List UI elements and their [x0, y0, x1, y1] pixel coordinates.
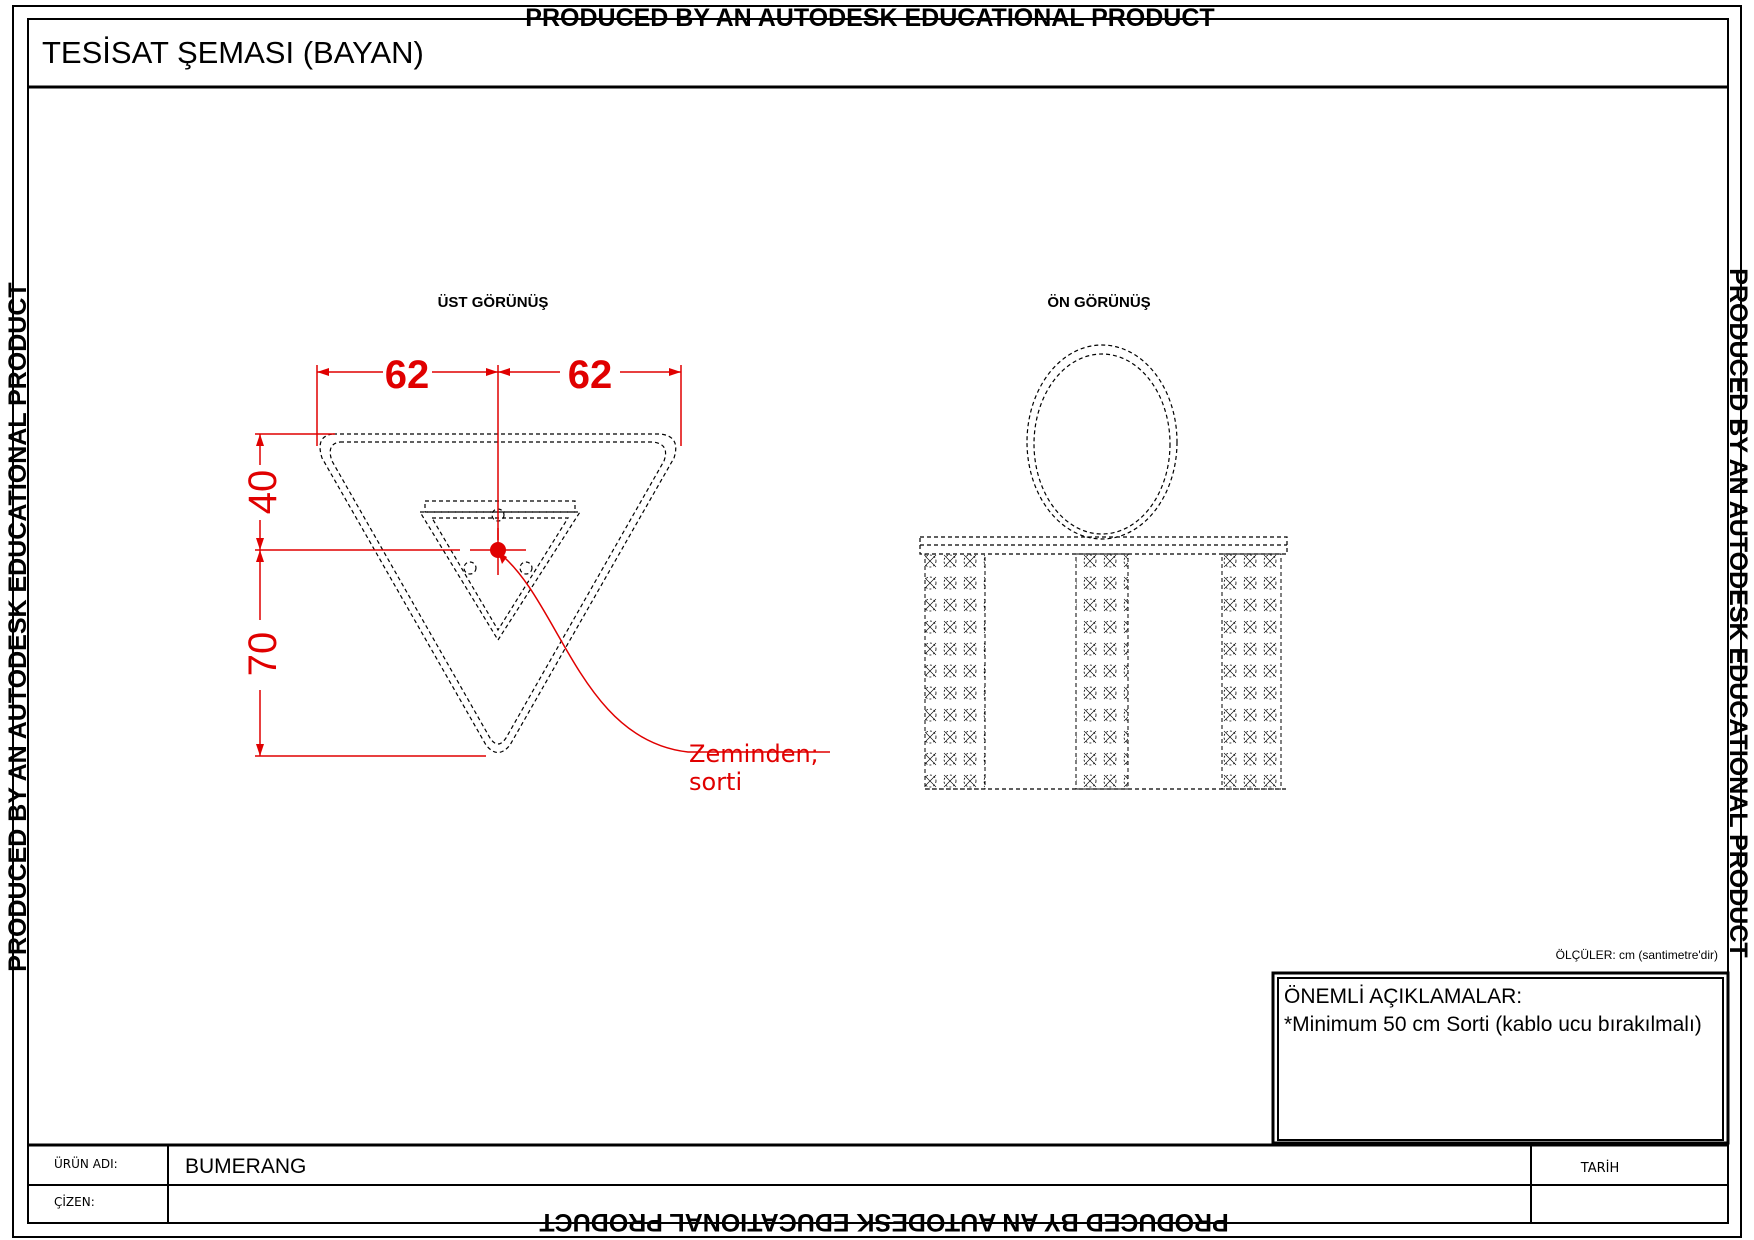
annotation-line2: sorti [689, 768, 742, 796]
top-view-drawing [319, 433, 677, 754]
dimension-lines [255, 365, 830, 757]
notes-heading: ÖNEMLİ AÇIKLAMALAR: [1284, 985, 1522, 1008]
annotation-line1: Zeminden; [689, 740, 819, 768]
dimension-upper-height: 40 [241, 470, 285, 515]
product-name-label: ÜRÜN ADI: [54, 1155, 118, 1171]
top-view-label: ÜST GÖRÜNÜŞ [438, 294, 549, 311]
notes-box [1271, 971, 1730, 1145]
dimension-lower-height: 70 [241, 632, 285, 677]
page-title: TESİSAT ŞEMASI (BAYAN) [42, 35, 424, 70]
watermark-top: PRODUCED BY AN AUTODESK EDUCATIONAL PROD… [525, 4, 1214, 32]
inner-frame [27, 18, 1729, 1224]
title-block [28, 1143, 1728, 1223]
watermark-right: PRODUCED BY AN AUTODESK EDUCATIONAL PROD… [1724, 268, 1752, 957]
watermark-bottom: PRODUCED BY AN AUTODESK EDUCATIONAL PROD… [539, 1208, 1228, 1236]
drawn-by-label: ÇİZEN: [54, 1194, 95, 1209]
watermark-left: PRODUCED BY AN AUTODESK EDUCATIONAL PROD… [4, 282, 32, 971]
dimension-right-width: 62 [568, 353, 613, 397]
dimension-left-width: 62 [385, 353, 430, 397]
front-view-label: ÖN GÖRÜNÜŞ [1047, 294, 1150, 311]
dimension-arrows [256, 368, 681, 756]
outer-border [12, 5, 1742, 1238]
units-note: ÖLÇÜLER: cm (santimetre'dir) [1556, 948, 1718, 962]
date-label: TARİH [1580, 1160, 1619, 1176]
front-view-drawing [919, 344, 1288, 790]
outlet-point-icon [490, 542, 506, 558]
product-name-value: BUMERANG [185, 1155, 306, 1178]
notes-item: *Minimum 50 cm Sorti (kablo ucu bırakılm… [1284, 1013, 1702, 1036]
